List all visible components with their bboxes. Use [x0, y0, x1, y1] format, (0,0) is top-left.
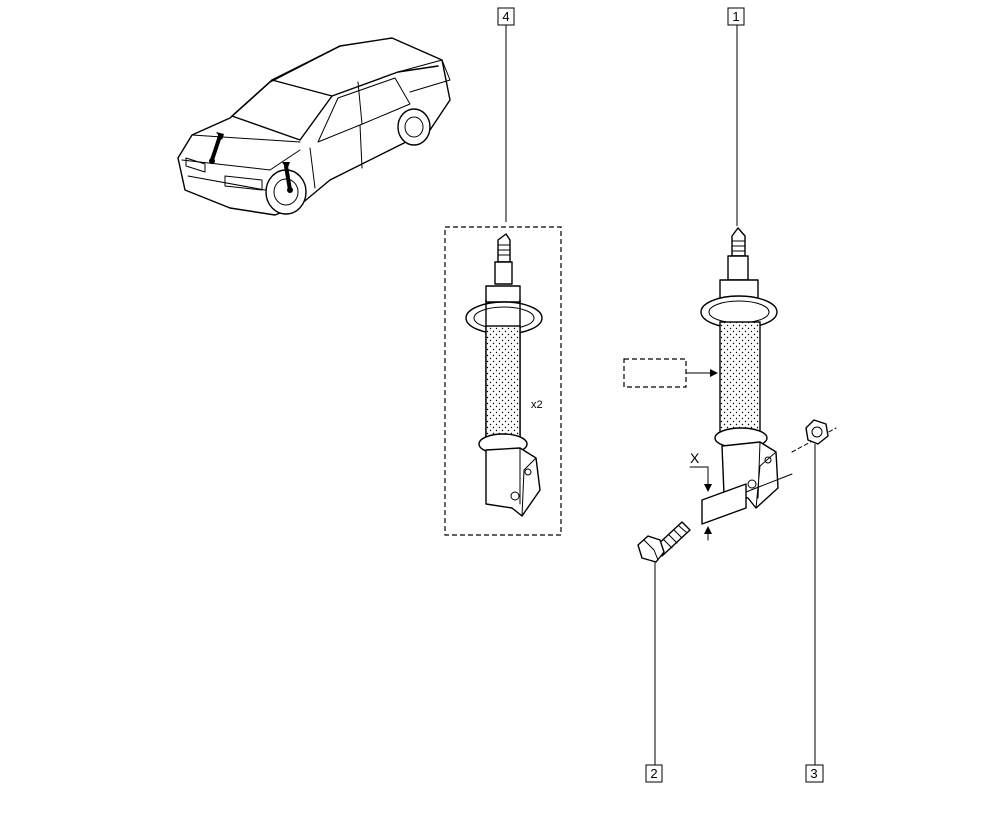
reference-dashed-box — [623, 358, 718, 388]
bolt — [637, 521, 691, 563]
nut — [791, 419, 837, 453]
dimension-x: X — [689, 450, 793, 541]
kit-dashed-frame — [444, 226, 562, 536]
quantity-label: x2 — [531, 399, 543, 411]
callout-3: 3 — [805, 444, 824, 783]
callout-1: 1 — [727, 7, 745, 226]
shock-absorber-kit — [465, 233, 543, 517]
shock-absorber-installed — [700, 227, 779, 509]
dimension-x-label: X — [690, 450, 700, 466]
callout-4: 4 — [497, 7, 515, 222]
callout-3-label: 3 — [810, 766, 817, 781]
callout-2-label: 2 — [650, 766, 657, 781]
callout-4-label: 4 — [502, 9, 509, 24]
callout-2: 2 — [645, 562, 663, 783]
car-location-illustration — [177, 37, 451, 216]
callout-1-label: 1 — [732, 9, 739, 24]
